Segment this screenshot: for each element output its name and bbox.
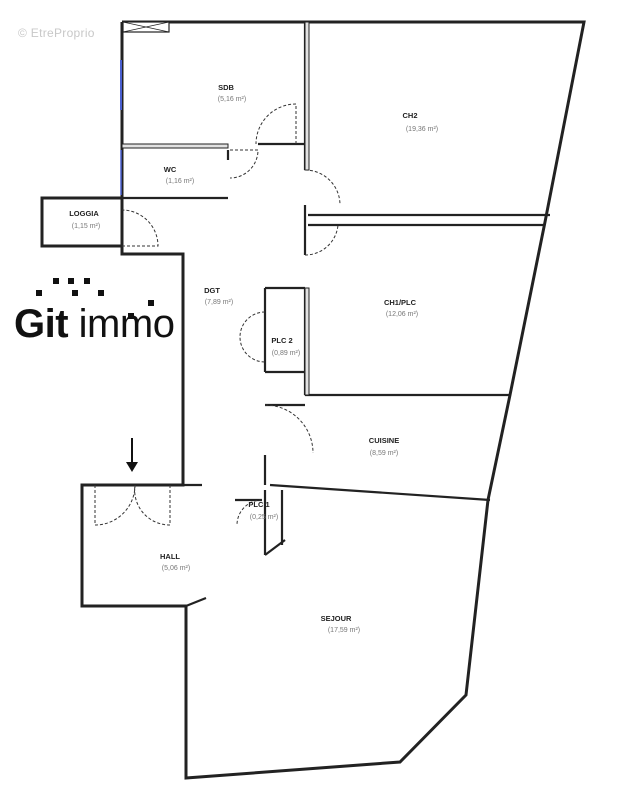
logo-text-bold: Git: [14, 302, 69, 346]
room-name-ch1plc: CH1/PLC: [384, 298, 417, 307]
wall-fills: [121, 21, 310, 396]
watermark: © EtreProprio: [18, 26, 95, 40]
room-area-sdb: (5,16 m²): [218, 96, 246, 103]
room-name-plc2: PLC 2: [271, 336, 292, 345]
room-name-dgt: DGT: [204, 286, 220, 295]
logo-text-light: immo: [68, 302, 175, 346]
room-labels: SDB (5,16 m²) CH2 (19,36 m²) WC (1,16 m²…: [69, 83, 438, 634]
room-name-loggia: LOGGIA: [69, 209, 99, 218]
room-area-loggia: (1,15 m²): [72, 223, 100, 230]
room-name-plc1: PLC 1: [248, 500, 269, 509]
room-area-ch2: (19,36 m²): [406, 126, 438, 133]
room-area-wc: (1,16 m²): [166, 178, 194, 185]
room-name-wc: WC: [164, 165, 177, 174]
room-area-hall: (5,06 m²): [162, 565, 190, 572]
room-name-sejour: SEJOUR: [321, 614, 352, 623]
logo: Git immo: [14, 302, 175, 346]
doors: [94, 103, 341, 526]
room-area-cuisine: (8,59 m²): [370, 450, 398, 457]
walls: [40, 20, 586, 780]
room-area-plc1: (0,25 m²): [250, 514, 278, 521]
dots-icon: [36, 278, 154, 319]
room-area-ch1plc: (12,06 m²): [386, 311, 418, 318]
room-name-sdb: SDB: [218, 83, 234, 92]
room-area-plc2: (0,89 m²): [272, 350, 300, 357]
room-area-dgt: (7,89 m²): [205, 299, 233, 306]
room-name-ch2: CH2: [402, 111, 417, 120]
down-arrow-icon: [126, 438, 138, 472]
windows: [120, 21, 170, 195]
room-name-hall: HALL: [160, 552, 180, 561]
room-area-sejour: (17,59 m²): [328, 627, 360, 634]
room-name-cuisine: CUISINE: [369, 436, 399, 445]
